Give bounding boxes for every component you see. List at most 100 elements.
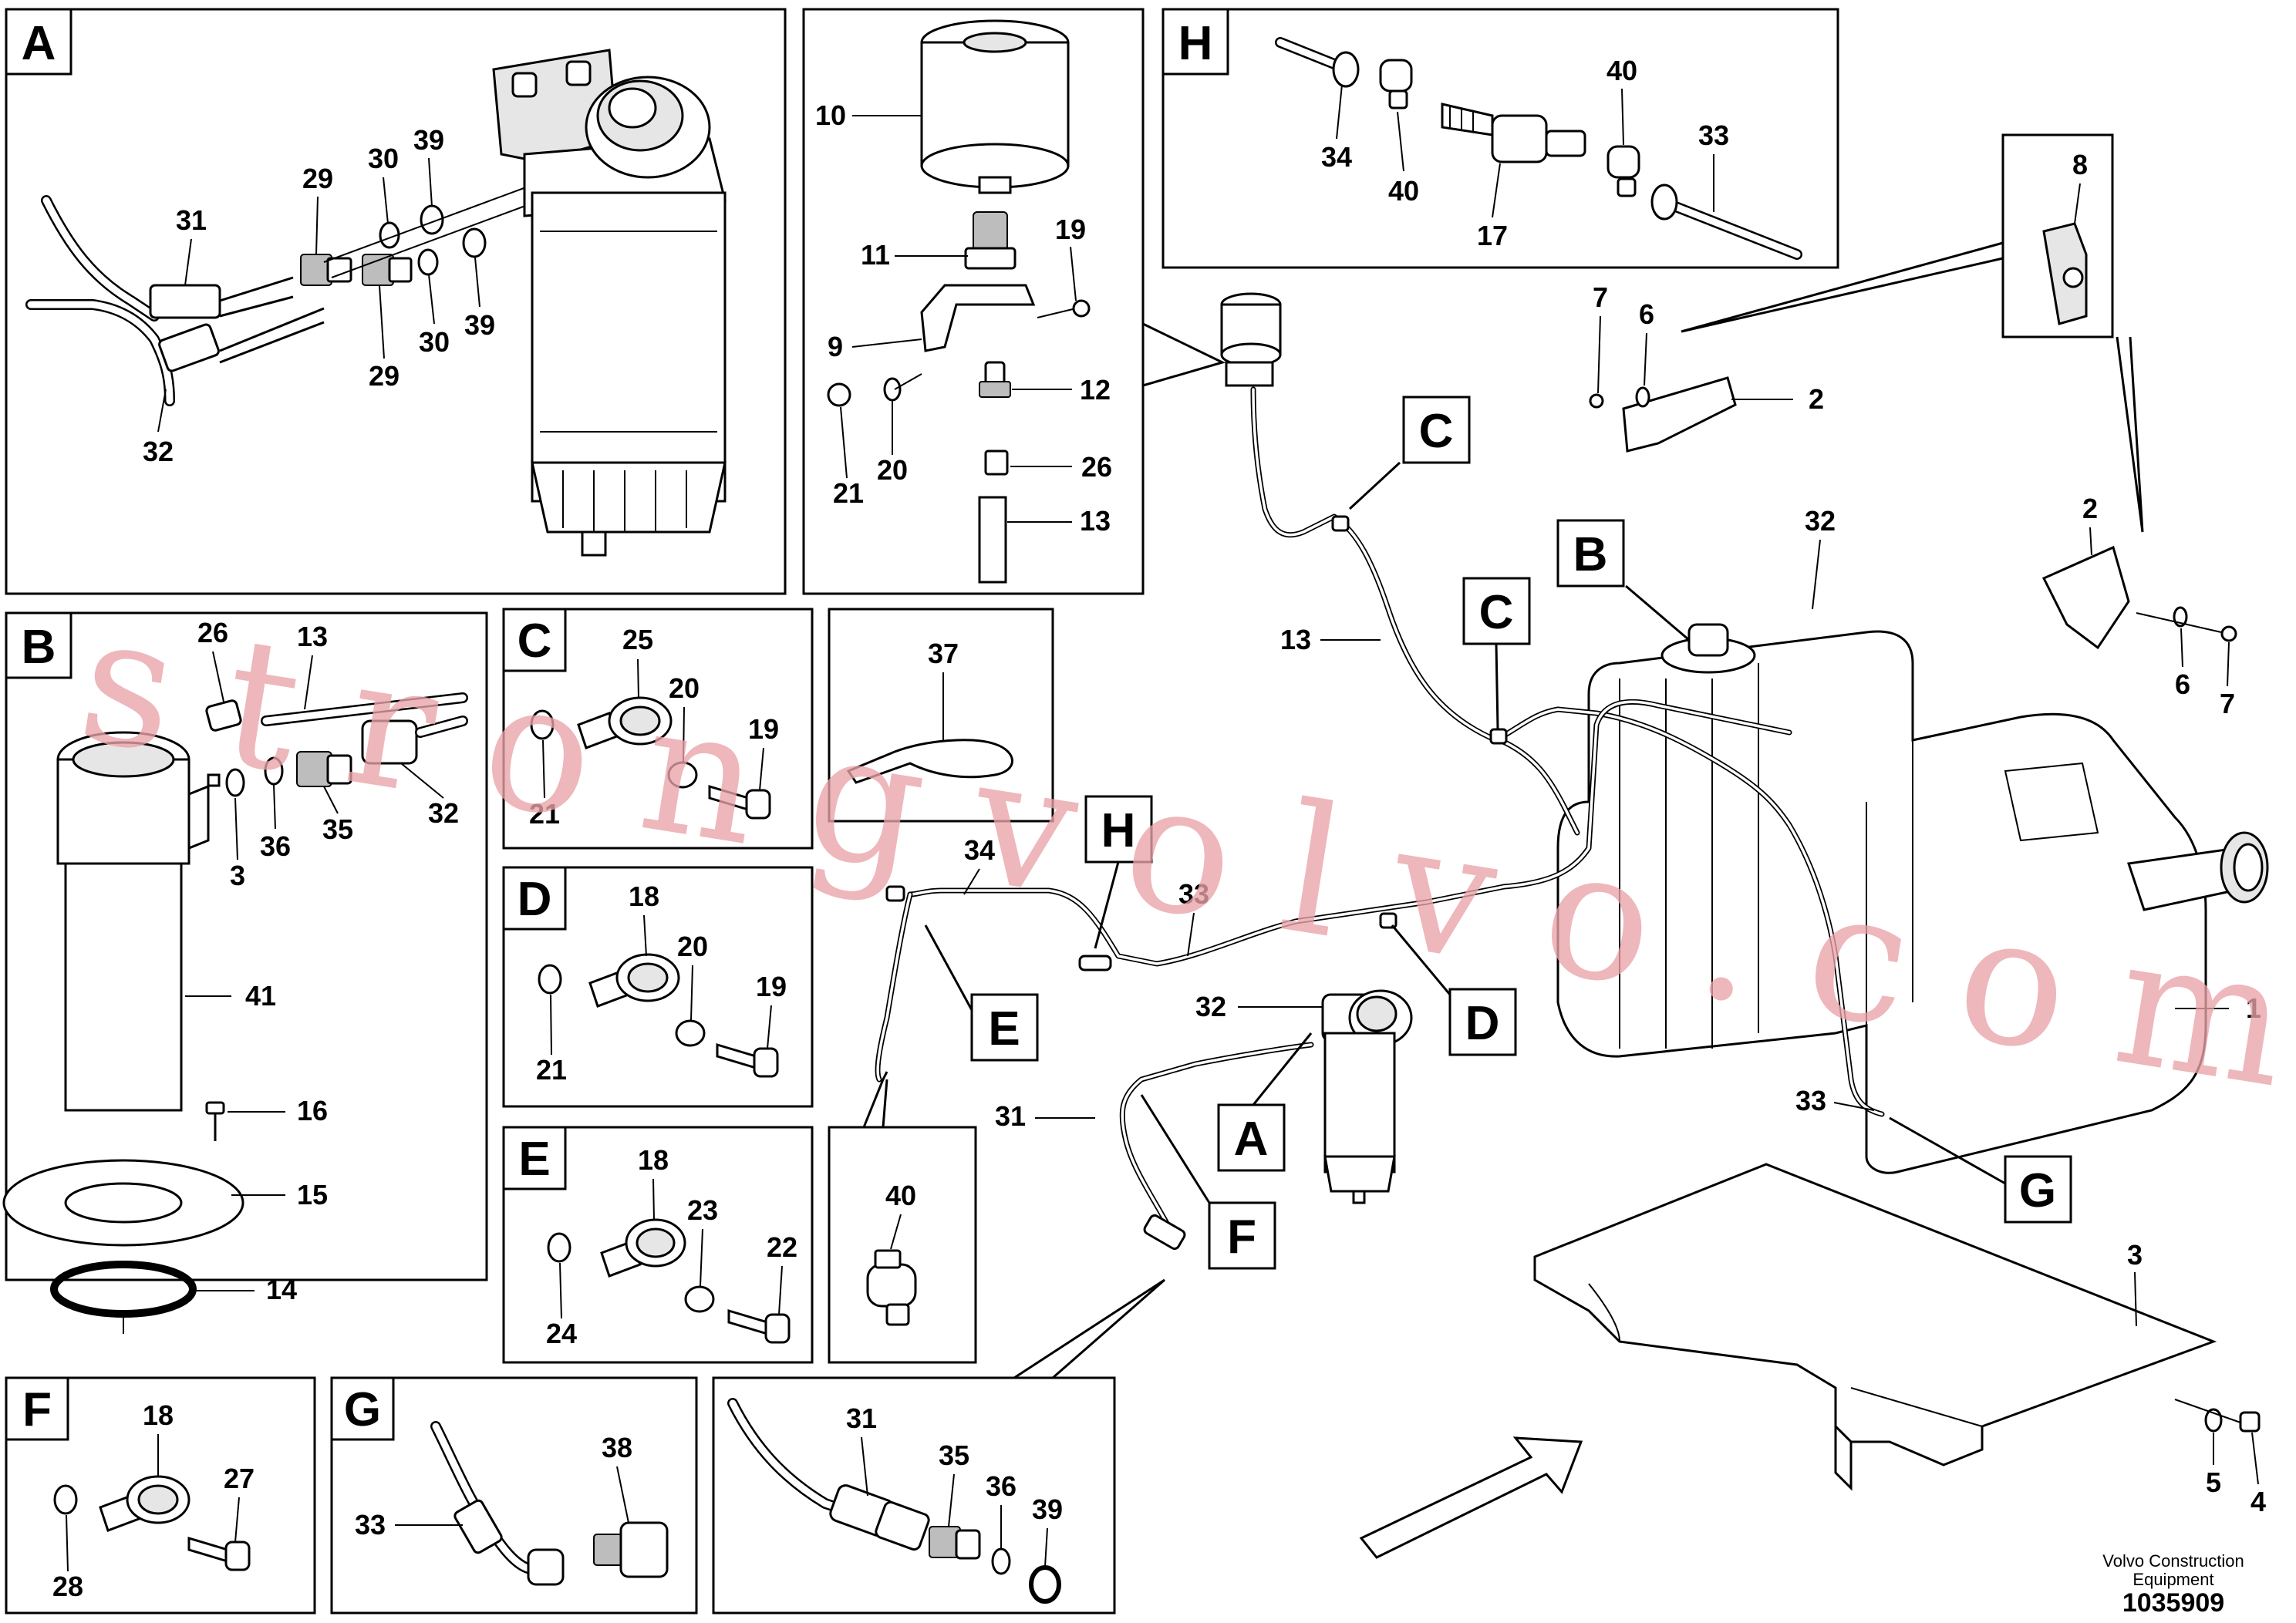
label-c-25: 25	[622, 624, 653, 655]
filter-element-10	[920, 19, 1070, 194]
panel-c-letter-box	[502, 608, 567, 672]
label-main-1: 1	[2246, 992, 2261, 1024]
label-b-35: 35	[322, 813, 353, 845]
label-bd-39: 39	[1032, 1493, 1063, 1525]
coupling-h	[1078, 955, 1112, 971]
callout-c-mid: C	[1462, 577, 1531, 729]
clamp-25	[577, 696, 673, 749]
label-a-29-bottom: 29	[369, 360, 400, 392]
panel-bottom-detail: 31 35 36 39	[712, 1278, 1165, 1615]
seal-39b	[462, 227, 487, 258]
callout-g: G	[1889, 1116, 2072, 1224]
washer-21-d	[538, 964, 562, 995]
panel-h-letter-box	[1161, 8, 1229, 76]
panel-c: C 25 20 19 21	[502, 608, 814, 850]
label-b-26: 26	[197, 617, 228, 648]
label-a-29-top: 29	[302, 163, 333, 194]
panel-b-frame	[5, 611, 488, 1281]
label-bd-35: 35	[939, 1439, 969, 1471]
panel-d-frame	[502, 866, 814, 1108]
fuel-tank-1	[1556, 623, 2269, 1174]
label-b-3: 3	[230, 860, 245, 891]
panel-f-frame	[5, 1376, 316, 1615]
panel-b-letter-box	[5, 611, 72, 679]
callout-a: A	[1217, 1032, 1313, 1172]
filter-detail-pointer	[1142, 322, 1226, 387]
label-h-40-bottom: 40	[1388, 175, 1419, 207]
bracket-pointer-a	[1681, 241, 2004, 333]
label-f27: 27	[224, 1463, 255, 1494]
gasket-15	[2, 1159, 244, 1247]
seal-30b	[417, 248, 439, 276]
label-8: 8	[2072, 149, 2088, 180]
panel-a-frame	[5, 8, 787, 595]
label-g-38: 38	[602, 1432, 632, 1463]
union-g	[527, 1548, 565, 1586]
seal-ring-14	[50, 1261, 197, 1334]
bracket-detail-frame	[2001, 133, 2114, 338]
label-main-34: 34	[964, 834, 995, 866]
panel-b-letter: B	[22, 621, 56, 674]
svg-text:A: A	[1234, 1113, 1269, 1166]
panel-h-letter: H	[1178, 17, 1213, 70]
label-c-20: 20	[669, 672, 700, 704]
label-e-24: 24	[546, 1318, 577, 1349]
label-b-14: 14	[266, 1274, 297, 1305]
screw-16	[205, 1101, 225, 1141]
hose-clamp-40	[866, 1249, 917, 1326]
label-b-32: 32	[428, 797, 459, 829]
fitting-26	[207, 773, 221, 787]
bolt-22-e	[727, 1308, 791, 1344]
label-f-13: 13	[1080, 505, 1111, 537]
panel-f-letter: F	[22, 1383, 52, 1436]
adapter-29b	[362, 254, 413, 286]
cable-tie-37	[846, 739, 1013, 784]
label-c-21: 21	[529, 798, 560, 830]
label-h-34: 34	[1321, 141, 1352, 173]
coupling-17	[1491, 114, 1586, 163]
label-main-7-right: 7	[2220, 688, 2235, 719]
bolt-19-d	[716, 1042, 779, 1078]
label-main-6-left: 6	[1639, 298, 1654, 330]
panel-a-letter-box	[5, 8, 72, 76]
label-bd-36: 36	[986, 1470, 1017, 1502]
suction-pipe-41	[56, 731, 210, 1112]
panel-f-letter-box	[5, 1376, 69, 1441]
bolt-19-c	[708, 784, 771, 820]
callout-d: D	[1391, 924, 1517, 1056]
label-b-15: 15	[297, 1179, 328, 1211]
label-d-20: 20	[677, 931, 708, 962]
label-f-11: 11	[861, 239, 890, 271]
bolt-7-left	[1589, 393, 1604, 409]
label-40-clamp: 40	[885, 1180, 916, 1211]
label-main-13: 13	[1280, 624, 1311, 655]
label-d-21: 21	[536, 1054, 567, 1086]
label-h-17: 17	[1477, 220, 1508, 251]
label-f18: 18	[143, 1399, 174, 1431]
label-main-32-tank: 32	[1805, 505, 1836, 537]
label-f-10: 10	[815, 99, 846, 131]
label-main-31: 31	[995, 1100, 1026, 1132]
label-c-19: 19	[748, 713, 779, 745]
panel-a-letter: A	[22, 17, 56, 70]
seal-39-bottom	[1029, 1565, 1061, 1604]
label-a-39-top: 39	[413, 124, 444, 156]
washer-28-f	[53, 1484, 78, 1515]
bracket-2-right	[2041, 545, 2130, 650]
washer-20	[883, 377, 902, 402]
panel-d: D 18 20 19 21	[502, 866, 814, 1108]
panel-h-frame	[1161, 8, 1839, 269]
label-main-32-filter: 32	[1195, 991, 1226, 1022]
panel-g-letter: G	[344, 1383, 381, 1436]
pipe-clamp-d	[1379, 912, 1397, 929]
hose-31-bottom	[727, 1398, 854, 1517]
footer-doc-number: 1035909	[2122, 1588, 2224, 1618]
svg-text:B: B	[1573, 528, 1608, 581]
label-a-39-bottom: 39	[464, 309, 495, 341]
hose-clamp-frame	[828, 1126, 977, 1364]
washer-24-e	[547, 1232, 571, 1263]
pipe-clamp-c1	[1331, 515, 1350, 532]
label-b-41: 41	[245, 980, 276, 1012]
